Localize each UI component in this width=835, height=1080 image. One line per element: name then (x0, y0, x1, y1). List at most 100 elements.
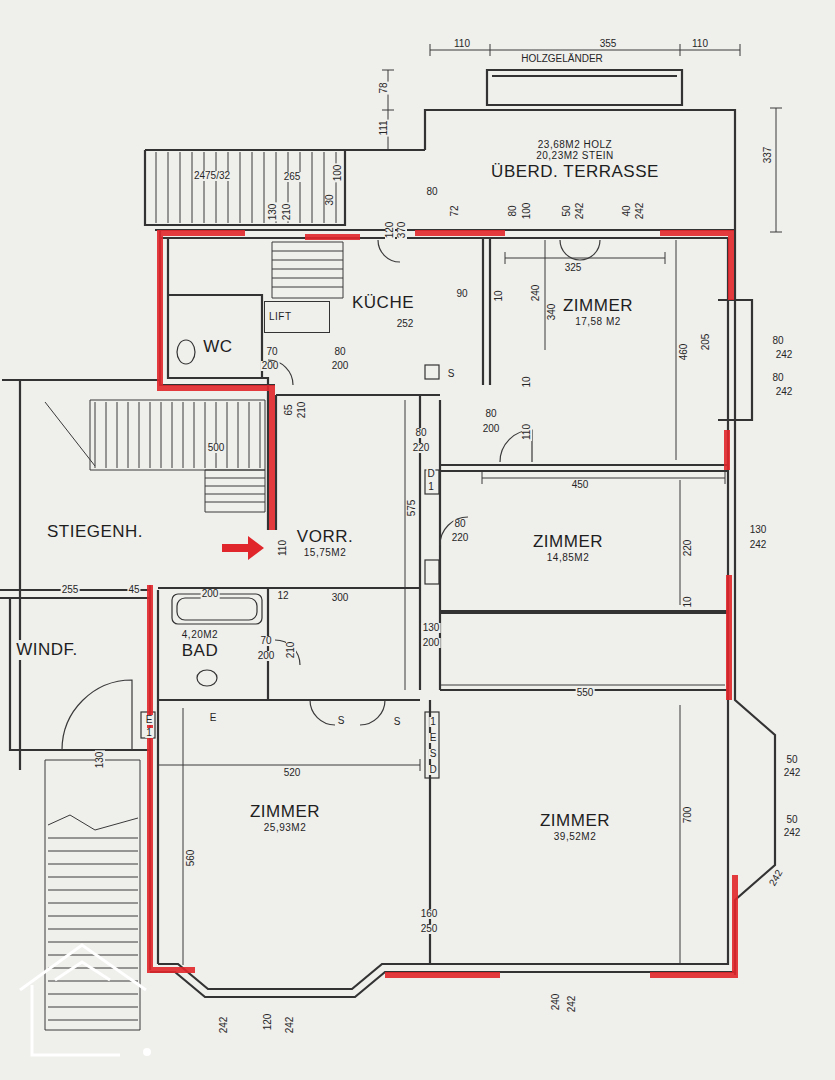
dimension-label: 200 (331, 361, 350, 371)
interior-wall (440, 610, 728, 614)
dimension-label: S (447, 369, 456, 379)
room-label: VORR.15,75M2 (293, 525, 357, 560)
wc-wall (168, 295, 262, 378)
dimension-label: 255 (61, 585, 80, 595)
dimension-label: 80 (333, 347, 346, 357)
dimension-line (505, 252, 665, 264)
dimension-label: 265 (283, 172, 302, 182)
dimension-label: 10 (494, 289, 504, 302)
watermark-logo (20, 945, 150, 1055)
stairs (45, 152, 343, 1030)
dimension-label: 200 (201, 589, 220, 599)
dimension-label: 120 (385, 221, 395, 240)
interior-wall (158, 588, 728, 965)
stair-treads (45, 760, 140, 1030)
dimension-label: 10 (683, 595, 693, 608)
dimension-line (482, 472, 725, 484)
room-label: WC (199, 335, 236, 359)
dimension-label: 242 (783, 768, 802, 778)
area-text: 25,93M2 (264, 822, 306, 834)
dimension-label: 220 (451, 533, 470, 543)
windfang-wall (0, 590, 150, 750)
dimension-label: 50 (562, 204, 572, 217)
dimension-label: 242 (749, 540, 768, 550)
room-name: ÜBERD. TERRASSE (491, 162, 659, 182)
dimension-label: E (145, 715, 154, 725)
room-label: STIEGENH. (43, 520, 147, 544)
room-label: KÜCHE (348, 291, 418, 315)
room-name: STIEGENH. (47, 522, 143, 542)
dimension-label: 70 (265, 347, 278, 357)
outer-wall (150, 964, 735, 997)
dimension-label: 240 (531, 284, 541, 303)
red-arrow (222, 536, 264, 560)
room-label: ZIMMER14,85M2 (529, 530, 607, 565)
dimension-label: 1 (427, 482, 435, 492)
dimension-label: 252 (396, 319, 415, 329)
flue (425, 560, 439, 584)
dimension-label: 65 (284, 403, 294, 416)
area-text: 17,58 M2 (575, 316, 621, 328)
room-label: 4,20M2BAD (178, 627, 222, 662)
dimension-label: 80 (771, 373, 784, 383)
dimension-label: S (337, 716, 346, 726)
dimension-label: 80 (414, 428, 427, 438)
room-label: ZIMMER17,58 M2 (559, 294, 637, 329)
area-text: 15,75M2 (304, 547, 346, 559)
dimension-label: 520 (283, 768, 302, 778)
area-text: 39,52M2 (554, 831, 596, 843)
dimension-label: 242 (575, 202, 585, 221)
room-label: WINDF. (12, 638, 82, 662)
dimension-label: E (429, 733, 438, 743)
dimension-label: 80 (771, 336, 784, 346)
dimension-label: 200 (482, 424, 501, 434)
dimension-label: 337 (763, 146, 773, 165)
bathtub-inner (177, 598, 257, 620)
dimension-label: 2475/32 (193, 171, 231, 181)
dimension-label: 700 (683, 806, 693, 825)
logo-house (20, 945, 146, 1055)
dimension-label: 200 (257, 651, 276, 661)
dimension-label: 10 (522, 375, 532, 388)
flue (425, 712, 439, 778)
dimension-label: 220 (683, 539, 693, 558)
area-text: 23,68M2 HOLZ (538, 139, 612, 151)
dimension-label: 111 (379, 119, 389, 136)
walls (0, 70, 775, 997)
red-wall (385, 875, 735, 975)
dimension-label: 160 (420, 909, 439, 919)
toilet (177, 340, 195, 364)
room-name: ZIMMER (540, 811, 610, 831)
dimension-label: 1 (145, 728, 153, 738)
dimension-label: S (393, 717, 402, 727)
dimension-label: 130 (749, 525, 768, 535)
dimension-label: 242 (285, 1016, 295, 1035)
dimension-label: 50 (785, 755, 798, 765)
dimension-label: 500 (207, 443, 226, 453)
flue (425, 470, 439, 494)
dimension-line (158, 685, 725, 771)
dimension-label: 200 (422, 638, 441, 648)
logo-dot (145, 1050, 150, 1055)
dimension-label: 220 (412, 443, 431, 453)
dimension-label: 30 (325, 193, 335, 206)
dimension-label: 130 (268, 203, 278, 222)
dimension-label: 560 (186, 849, 196, 868)
stair-outline (145, 150, 425, 225)
dimension-label: 242 (775, 387, 794, 397)
red-wall (160, 233, 272, 530)
dimension-line (183, 240, 680, 965)
room-name: BAD (182, 641, 218, 661)
dimension-label: 80 (453, 519, 466, 529)
dimension-label: HOLZGELÄNDER (520, 54, 604, 64)
dimension-label: 78 (379, 81, 389, 94)
dimension-label: 80 (484, 409, 497, 419)
dimension-label: S (429, 749, 438, 759)
room-name: ZIMMER (563, 296, 633, 316)
area-text: 20,23M2 STEIN (536, 150, 614, 162)
door-swing (378, 240, 400, 262)
stairwell-wall (2, 380, 160, 770)
dimension-label: 40 (622, 204, 632, 217)
door-swing (275, 640, 300, 665)
